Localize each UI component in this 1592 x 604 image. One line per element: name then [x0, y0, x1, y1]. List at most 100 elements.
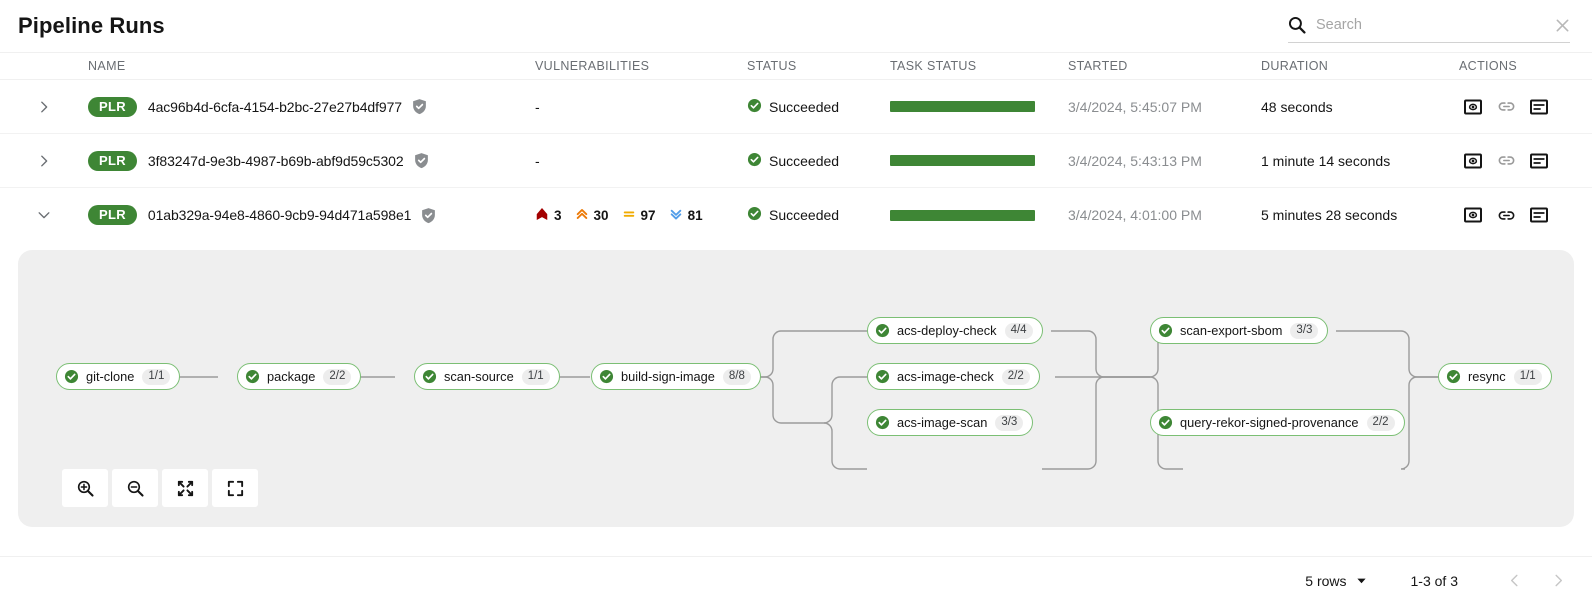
started-text: 3/4/2024, 5:43:13 PM: [1068, 152, 1202, 169]
plr-badge: PLR: [88, 96, 137, 117]
graph-node-query-rekor-signed-provenance[interactable]: query-rekor-signed-provenance 2/2: [1150, 409, 1405, 436]
graph-node-acs-deploy-check[interactable]: acs-deploy-check 4/4: [867, 317, 1043, 344]
severity-important-icon: [575, 207, 594, 224]
check-circle-icon: [422, 369, 437, 384]
graph-node-git-clone[interactable]: git-clone 1/1: [56, 363, 181, 390]
duration-text: 48 seconds: [1261, 98, 1333, 115]
severity-important-count: 30: [593, 207, 609, 223]
status-text: Succeeded: [769, 98, 840, 115]
search-icon: [1288, 16, 1306, 34]
zoom-in-icon[interactable]: [62, 469, 108, 507]
duration-text: 5 minutes 28 seconds: [1261, 207, 1398, 223]
duration-cell: 48 seconds: [1261, 99, 1459, 115]
table-row[interactable]: PLR 01ab329a-94e8-4860-9cb9-94d471a598e1…: [0, 188, 1592, 242]
graph-node-scan-source[interactable]: scan-source 1/1: [414, 363, 560, 390]
task-status-progress-bar: [890, 155, 1035, 166]
graph-node-label: acs-image-check: [897, 369, 994, 384]
duration-cell: 5 minutes 28 seconds: [1261, 207, 1459, 223]
row-toggle-cell: [0, 150, 88, 172]
pagination-controls: [1506, 572, 1566, 590]
chevron-right-icon[interactable]: [1550, 572, 1566, 590]
graph-node-package[interactable]: package 2/2: [237, 363, 362, 390]
graph-node-count: 2/2: [1001, 368, 1030, 385]
started-cell: 3/4/2024, 5:45:07 PM: [1068, 99, 1261, 115]
link-icon[interactable]: [1496, 97, 1516, 117]
view-logs-icon[interactable]: [1463, 205, 1483, 225]
graph-node-label: build-sign-image: [621, 369, 715, 384]
graph-node-build-sign-image[interactable]: build-sign-image 8/8: [591, 363, 761, 390]
pipeline-graph-panel[interactable]: git-clone 1/1 package 2/2 scan-source 1/…: [18, 250, 1574, 527]
check-circle-icon: [64, 369, 79, 384]
details-icon[interactable]: [1529, 97, 1549, 117]
graph-node-resync[interactable]: resync 1/1: [1438, 363, 1552, 390]
graph-node-label: git-clone: [86, 369, 135, 384]
chevron-right-icon[interactable]: [33, 96, 55, 118]
check-circle-icon: [1446, 369, 1461, 384]
check-circle-icon: [1158, 323, 1173, 338]
run-name-cell: PLR 4ac96b4d-6cfa-4154-b2bc-27e27b4df977: [88, 96, 535, 117]
row-toggle-cell: [0, 96, 88, 118]
view-logs-icon[interactable]: [1463, 97, 1483, 117]
task-status-cell: [890, 101, 1068, 112]
close-icon[interactable]: [1555, 18, 1570, 33]
run-name[interactable]: 01ab329a-94e8-4860-9cb9-94d471a598e1: [147, 207, 412, 223]
link-icon[interactable]: [1496, 205, 1516, 225]
task-status-progress-bar: [890, 209, 1035, 221]
check-circle-icon: [1158, 415, 1173, 430]
table-row[interactable]: PLR 3f83247d-9e3b-4987-b69b-abf9d59c5302…: [0, 134, 1592, 188]
link-icon[interactable]: [1496, 151, 1516, 171]
graph-node-label: query-rekor-signed-provenance: [1180, 415, 1359, 430]
search-box[interactable]: [1288, 10, 1570, 43]
details-icon[interactable]: [1529, 151, 1549, 171]
graph-node-count: 8/8: [722, 368, 751, 385]
view-logs-icon[interactable]: [1463, 151, 1483, 171]
status-cell: Succeeded: [747, 206, 890, 224]
check-circle-icon: [875, 323, 890, 338]
column-header-started: STARTED: [1068, 59, 1128, 73]
started-text: 3/4/2024, 4:01:00 PM: [1068, 207, 1202, 223]
actions-cell: [1459, 151, 1592, 171]
check-circle-icon: [599, 369, 614, 384]
vulnerabilities-value: -: [535, 152, 540, 169]
chevron-left-icon[interactable]: [1506, 572, 1522, 590]
status-cell: Succeeded: [747, 98, 890, 116]
run-name[interactable]: 4ac96b4d-6cfa-4154-b2bc-27e27b4df977: [147, 98, 402, 115]
severity-critical: 3: [535, 207, 562, 224]
shield-check-icon: [420, 207, 437, 224]
column-header-vulnerabilities: VULNERABILITIES: [535, 59, 650, 73]
graph-node-acs-image-check[interactable]: acs-image-check 2/2: [867, 363, 1040, 390]
zoom-out-icon[interactable]: [112, 469, 158, 507]
task-status-progress-bar: [890, 101, 1035, 112]
severity-moderate-count: 97: [640, 207, 656, 223]
fit-to-screen-icon[interactable]: [162, 469, 208, 507]
details-icon[interactable]: [1529, 205, 1549, 225]
actions-cell: [1459, 97, 1592, 117]
graph-node-count: 1/1: [1513, 368, 1542, 385]
search-input[interactable]: [1316, 17, 1549, 33]
row-toggle-cell: [0, 204, 88, 226]
task-status-cell: [890, 155, 1068, 166]
chevron-down-icon[interactable]: [33, 204, 55, 226]
graph-node-acs-image-scan[interactable]: acs-image-scan 3/3: [867, 409, 1034, 436]
table-row[interactable]: PLR 4ac96b4d-6cfa-4154-b2bc-27e27b4df977…: [0, 80, 1592, 134]
severity-important: 30: [575, 207, 609, 224]
check-circle-icon: [245, 369, 260, 384]
column-header-task-status: TASK STATUS: [890, 59, 977, 73]
graph-node-count: 2/2: [1366, 414, 1395, 431]
graph-node-scan-export-sbom[interactable]: scan-export-sbom 3/3: [1150, 317, 1329, 344]
started-cell: 3/4/2024, 5:43:13 PM: [1068, 153, 1261, 169]
column-header-actions: ACTIONS: [1459, 59, 1518, 73]
started-text: 3/4/2024, 5:45:07 PM: [1068, 98, 1202, 115]
rows-per-page-select[interactable]: 5 rows: [1305, 573, 1366, 589]
chevron-right-icon[interactable]: [33, 150, 55, 172]
rows-per-page-label: 5 rows: [1305, 572, 1347, 589]
caret-down-icon: [1356, 573, 1367, 589]
actions-cell: [1459, 205, 1592, 225]
page-title: Pipeline Runs: [18, 13, 165, 38]
severity-moderate: 97: [622, 207, 656, 224]
graph-node-count: 3/3: [1290, 322, 1319, 339]
graph-node-count: 1/1: [142, 368, 171, 385]
fullscreen-icon[interactable]: [212, 469, 258, 507]
graph-node-count: 2/2: [323, 368, 352, 385]
run-name[interactable]: 3f83247d-9e3b-4987-b69b-abf9d59c5302: [147, 152, 404, 169]
